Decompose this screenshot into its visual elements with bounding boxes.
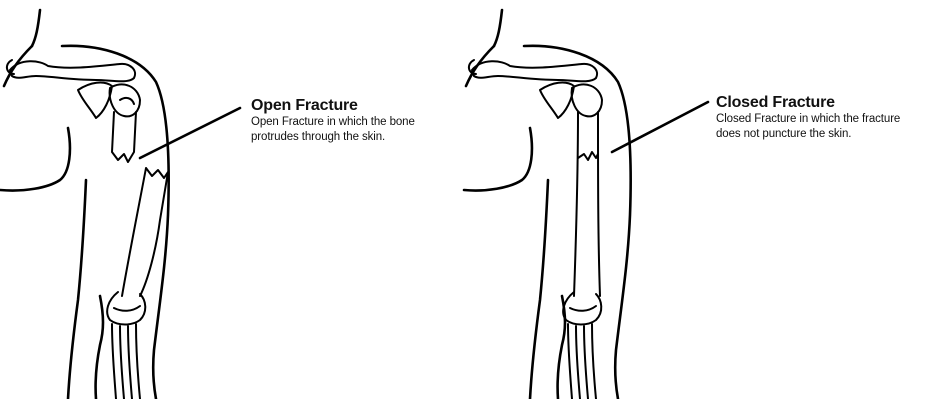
- open-armpit-outline: [0, 128, 70, 191]
- open-scapula: [78, 83, 112, 118]
- closed-fracture-title: Closed Fracture: [716, 94, 936, 112]
- open-ulna-inner: [136, 324, 140, 399]
- open-neck-outline: [32, 10, 40, 46]
- closed-fracture-label: Closed Fracture Closed Fracture in which…: [716, 94, 936, 142]
- closed-neck-outline: [494, 10, 502, 46]
- open-fracture-description-line1: Open Fracture in which the bone: [251, 115, 481, 130]
- closed-ulna: [584, 326, 588, 399]
- open-outer-arm-skin: [62, 46, 169, 399]
- closed-humerus-outer: [574, 112, 578, 296]
- closed-fracture-description-line2: does not puncture the skin.: [716, 127, 936, 142]
- open-pointer-line: [140, 108, 240, 158]
- closed-scapula: [540, 83, 574, 118]
- closed-humerus-inner: [598, 112, 600, 296]
- open-torso-outline: [4, 46, 32, 86]
- open-humerus-upper-inner: [120, 98, 134, 104]
- closed-ulna-inner: [592, 324, 596, 399]
- open-fracture-description-line2: protrudes through the skin.: [251, 130, 481, 145]
- open-elbow-detail: [114, 306, 140, 311]
- open-radius-inner: [120, 326, 124, 399]
- open-radius: [112, 324, 116, 399]
- open-inner-arm-skin: [68, 180, 86, 399]
- closed-torso-outline: [466, 46, 494, 86]
- open-ulna: [128, 326, 132, 399]
- open-fracture-title: Open Fracture: [251, 97, 481, 115]
- open-fracture-label: Open Fracture Open Fracture in which the…: [251, 97, 481, 145]
- closed-clavicle: [472, 61, 597, 81]
- closed-fracture-crack: [578, 152, 598, 160]
- closed-radius: [568, 324, 572, 399]
- open-elbow-skin: [96, 296, 103, 399]
- open-humerus-upper: [112, 112, 136, 162]
- open-clavicle: [10, 61, 135, 81]
- closed-fracture-description-line1: Closed Fracture in which the fracture: [716, 112, 936, 127]
- closed-inner-arm-skin: [530, 180, 548, 399]
- closed-elbow-joint: [563, 292, 601, 325]
- open-fracture-arm: [0, 10, 240, 399]
- open-humerus-lower: [122, 168, 168, 296]
- closed-fracture-arm: [464, 10, 708, 399]
- closed-radius-inner: [576, 326, 580, 399]
- closed-elbow-detail: [570, 306, 596, 311]
